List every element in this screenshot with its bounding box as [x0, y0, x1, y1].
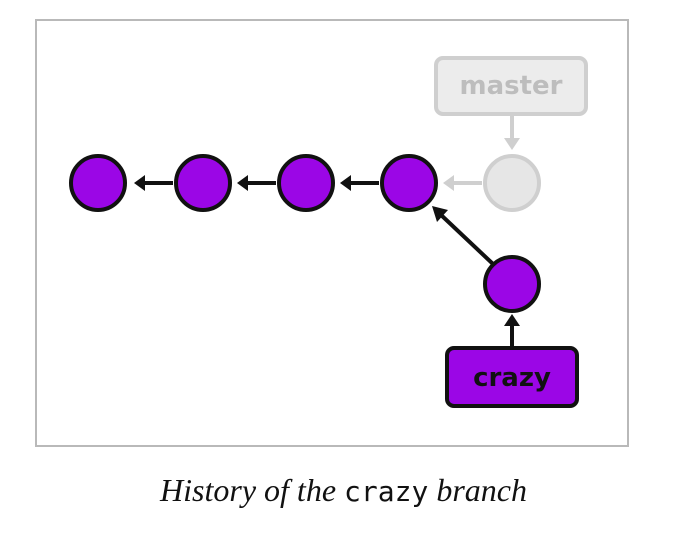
arrow-master-to-c4	[443, 175, 482, 191]
crazy-label-box	[445, 346, 579, 408]
crazy-label: crazy	[473, 363, 551, 393]
master-arrow	[504, 116, 520, 150]
commit-c1	[69, 154, 127, 212]
crazy-arrow	[504, 314, 520, 348]
arrow-crazy-commit-to-c4	[432, 206, 495, 266]
arrow-c2-to-c1	[134, 175, 173, 191]
figure-caption: History of the crazy branch	[0, 472, 687, 509]
commit-c2	[174, 154, 232, 212]
arrow-c4-to-c3	[340, 175, 379, 191]
caption-code: crazy	[344, 475, 429, 508]
commit-master-faded	[483, 154, 541, 212]
master-label: master	[460, 71, 563, 101]
arrow-c3-to-c2	[237, 175, 276, 191]
master-label-box	[434, 56, 588, 116]
commit-crazy	[483, 255, 541, 313]
caption-suffix: branch	[428, 472, 527, 508]
caption-prefix: History of the	[160, 472, 345, 508]
crazy-branch-pointer: crazy	[445, 346, 579, 408]
commit-c4	[380, 154, 438, 212]
commit-c3	[277, 154, 335, 212]
master-branch-pointer: master	[434, 56, 588, 116]
